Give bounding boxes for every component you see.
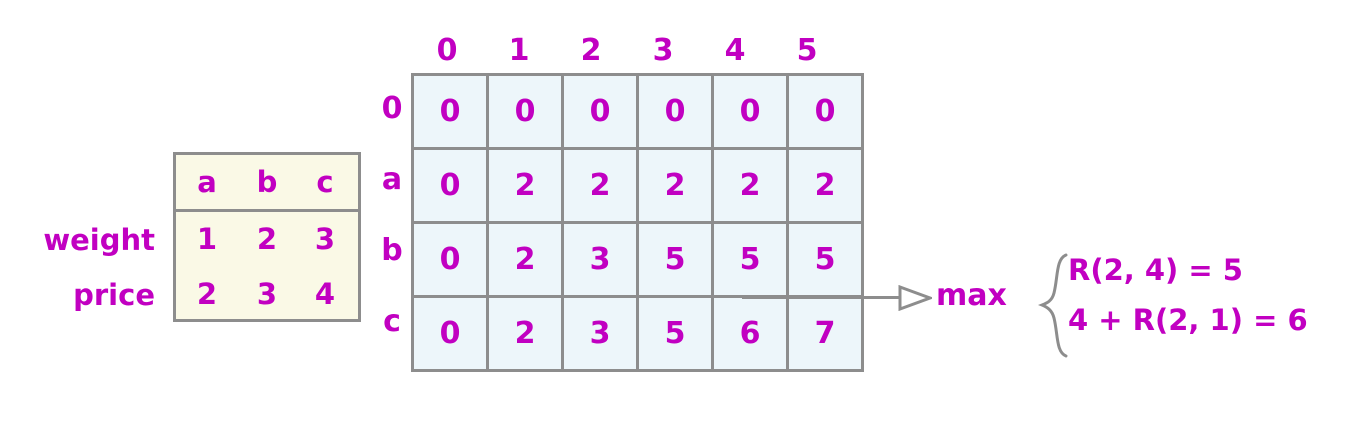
equation-line-2: 4 + R(2, 1) = 6 xyxy=(1068,303,1308,337)
dp-table-row: 0 0 0 0 0 0 xyxy=(411,73,864,150)
dp-cell-ra-c0: 0 xyxy=(411,147,489,224)
max-label: max xyxy=(936,278,1007,313)
item-table-header-c: c xyxy=(316,164,334,199)
dp-cell-rb-c5: 5 xyxy=(786,221,864,298)
dp-cell-rb-c4: 5 xyxy=(711,221,789,298)
dp-cell-r0-c0: 0 xyxy=(411,73,489,150)
dp-column-header-5: 5 xyxy=(796,33,818,68)
dp-cell-rc-c5: 7 xyxy=(786,295,864,372)
item-table-header-row: a b c xyxy=(176,155,358,212)
item-table-cell-price-b: 3 xyxy=(256,277,278,311)
dp-cell-r0-c2: 0 xyxy=(561,73,639,150)
item-table-caption-price: price xyxy=(73,278,155,312)
dp-row-header-b: b xyxy=(381,232,403,268)
knapsack-dp-table: 0 0 0 0 0 0 0 2 2 2 2 2 0 2 xyxy=(411,73,864,372)
dp-cell-rc-c0: 0 xyxy=(411,295,489,372)
dp-column-header-0: 0 xyxy=(436,33,458,68)
dp-cell-rb-c0: 0 xyxy=(411,221,489,298)
dp-column-header-3: 3 xyxy=(652,33,674,68)
dp-cell-r0-c4: 0 xyxy=(711,73,789,150)
item-table-caption-weight: weight xyxy=(43,223,155,257)
dp-cell-r0-c1: 0 xyxy=(486,73,564,150)
dp-row-header-0: 0 xyxy=(381,90,403,126)
dp-row-header-a: a xyxy=(381,161,403,197)
items-weight-price-table: a b c 1 2 3 2 3 4 xyxy=(173,152,361,322)
dp-cell-ra-c2: 2 xyxy=(561,147,639,224)
equation-line-1: R(2, 4) = 5 xyxy=(1068,253,1243,287)
dp-cell-r0-c5: 0 xyxy=(786,73,864,150)
dp-cell-rc-c4: 6 xyxy=(711,295,789,372)
dp-table-row: 0 2 3 5 5 5 xyxy=(411,221,864,298)
dp-cell-rb-c1: 2 xyxy=(486,221,564,298)
dp-cell-ra-c3: 2 xyxy=(636,147,714,224)
item-table-cell-price-c: 4 xyxy=(314,277,336,311)
dp-cell-ra-c5: 2 xyxy=(786,147,864,224)
dp-column-header-4: 4 xyxy=(724,33,746,68)
dp-column-header-row: 0 1 2 3 4 5 xyxy=(411,36,843,66)
dp-cell-r0-c3: 0 xyxy=(636,73,714,150)
dp-cell-rb-c2: 3 xyxy=(561,221,639,298)
item-table-header-a: a xyxy=(197,164,217,199)
dp-row-header-column: 0 a b c xyxy=(377,73,407,357)
dp-cell-rc-c2: 3 xyxy=(561,295,639,372)
dp-table-wrapper: 0 0 0 0 0 0 0 2 2 2 2 2 0 2 xyxy=(411,73,864,372)
dp-column-header-2: 2 xyxy=(580,33,602,68)
item-table-row-weight: 1 2 3 xyxy=(176,212,358,267)
dp-table-row: 0 2 3 5 6 7 xyxy=(411,295,864,372)
dp-cell-rb-c3: 5 xyxy=(636,221,714,298)
item-table-body: 1 2 3 2 3 4 xyxy=(176,212,358,322)
curly-brace-icon xyxy=(1038,253,1070,358)
item-table-cell-weight-c: 3 xyxy=(314,222,336,256)
item-table-header-b: b xyxy=(256,164,278,199)
item-table-cell-weight-b: 2 xyxy=(256,222,278,256)
arrow-line xyxy=(742,296,905,299)
dp-cell-ra-c4: 2 xyxy=(711,147,789,224)
dp-table-row: 0 2 2 2 2 2 xyxy=(411,147,864,224)
dp-cell-rc-c3: 5 xyxy=(636,295,714,372)
item-table-cell-weight-a: 1 xyxy=(196,222,218,256)
item-table-row-price: 2 3 4 xyxy=(176,267,358,322)
item-table-cell-price-a: 2 xyxy=(196,277,218,311)
dp-cell-ra-c1: 2 xyxy=(486,147,564,224)
equations-group: R(2, 4) = 5 4 + R(2, 1) = 6 xyxy=(1068,256,1348,335)
dp-row-header-c: c xyxy=(383,303,401,339)
dp-column-header-1: 1 xyxy=(508,33,530,68)
dp-cell-rc-c1: 2 xyxy=(486,295,564,372)
